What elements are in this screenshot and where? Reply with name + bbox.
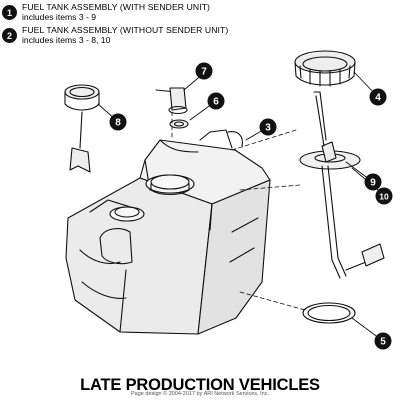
callout-7: 7 (195, 62, 213, 80)
callout-number: 8 (115, 118, 121, 129)
legend-item-2: 2 FUEL TANK ASSEMBLY (WITHOUT SENDER UNI… (2, 25, 242, 45)
callout-9: 9 (364, 173, 382, 191)
callout-8: 8 (109, 113, 127, 131)
callout-10: 10 (375, 187, 393, 205)
legend: 1 FUEL TANK ASSEMBLY (WITH SENDER UNIT) … (2, 2, 242, 45)
fuel-tank-illustration (65, 129, 271, 335)
legend-title: FUEL TANK ASSEMBLY (WITH SENDER UNIT) (22, 2, 211, 12)
callout-5: 5 (374, 332, 392, 350)
diagram-caption: LATE PRODUCTION VEHICLES (80, 376, 320, 394)
legend-number-badge: 1 (2, 5, 17, 20)
callout-number: 6 (213, 97, 219, 108)
fuel-cap-illustration (64, 84, 100, 173)
gasket-illustration (302, 302, 356, 324)
callout-number: 5 (380, 337, 386, 348)
lock-ring-illustration (294, 50, 356, 87)
fitting-illustration (155, 87, 188, 115)
callout-3: 3 (259, 118, 277, 136)
callout-number: 10 (379, 192, 389, 202)
callout-number: 9 (370, 178, 376, 189)
callout-6: 6 (207, 92, 225, 110)
callout-4: 4 (369, 88, 387, 106)
copyright-notice: Page design © 2004-2017 by ARI Network S… (131, 391, 269, 397)
legend-item-1: 1 FUEL TANK ASSEMBLY (WITH SENDER UNIT) … (2, 2, 242, 22)
legend-subtitle: includes items 3 - 9 (22, 12, 97, 22)
sender-unit-illustration (299, 91, 385, 279)
callout-number: 3 (265, 123, 271, 134)
callout-number: 7 (201, 67, 207, 78)
legend-number-badge: 2 (2, 28, 17, 43)
grommet-illustration (169, 119, 189, 129)
callout-number: 4 (375, 93, 381, 104)
legend-title: FUEL TANK ASSEMBLY (WITHOUT SENDER UNIT) (22, 25, 229, 35)
legend-subtitle: includes items 3 - 8, 10 (22, 35, 111, 45)
